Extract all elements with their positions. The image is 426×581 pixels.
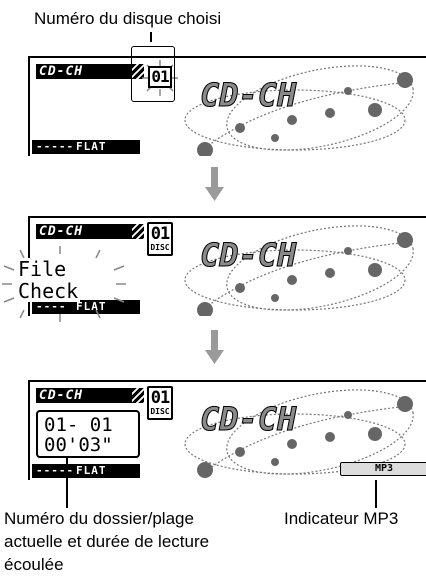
source-label: CD-CH bbox=[36, 388, 132, 403]
top-caption-leader bbox=[150, 32, 152, 42]
track-caption-line2: actuelle et durée de lecture bbox=[4, 532, 210, 551]
status-bar: ----- FLAT bbox=[32, 464, 140, 478]
disc-box-border bbox=[131, 46, 175, 102]
mp3-indicator: MP3 bbox=[340, 462, 426, 476]
status-bar: ----- FLAT bbox=[32, 140, 140, 154]
cd-changer-logo-art: CD-CH bbox=[184, 65, 414, 156]
logo-text: CD-CH bbox=[200, 236, 297, 274]
elapsed-time: 00'03" bbox=[44, 434, 113, 456]
disc-number: 01 bbox=[150, 388, 170, 408]
file-check-text-line2: Check bbox=[16, 279, 81, 303]
disc-number-box: 01 DISC bbox=[147, 222, 173, 256]
disc-label: DISC bbox=[150, 243, 170, 252]
bar-dots: ----- bbox=[36, 140, 75, 153]
bar-dots: ----- bbox=[36, 464, 75, 477]
file-check-text-line1: File bbox=[16, 257, 69, 281]
cd-changer-logo-art: CD-CH bbox=[184, 389, 414, 478]
bar-dots: ---- bbox=[36, 300, 67, 313]
folder-track-number: 01- 01 bbox=[44, 414, 113, 436]
track-time-box: 01- 01 00'03" bbox=[36, 410, 140, 458]
status-bar: ---- FLAT bbox=[32, 300, 140, 314]
lcd-screen-file-check: CD-CH CD-CH 01 DISC ---- FLAT bbox=[28, 216, 426, 316]
track-caption-line1: Numéro du dossier/plage bbox=[4, 509, 194, 528]
lcd-screen-disc-selected: CD-CH CD-CH 01 ----- FLAT bbox=[28, 56, 426, 156]
source-label: CD-CH bbox=[36, 64, 132, 79]
down-arrow-icon bbox=[205, 330, 224, 364]
disc-number: 01 bbox=[150, 224, 170, 244]
blink-burst-icon bbox=[2, 246, 126, 322]
eq-label: FLAT bbox=[76, 140, 107, 153]
disc-number: 01 bbox=[151, 67, 169, 86]
disc-number-box: 01 bbox=[148, 66, 172, 88]
mp3-caption: Indicateur MP3 bbox=[284, 509, 399, 528]
mp3-caption-leader bbox=[375, 480, 377, 508]
disc-label: DISC bbox=[150, 407, 170, 416]
eq-label: FLAT bbox=[76, 300, 107, 313]
track-caption-leader bbox=[66, 458, 68, 508]
source-label: CD-CH bbox=[36, 224, 132, 239]
top-caption: Numéro du disque choisi bbox=[34, 9, 222, 28]
disc-number-box: 01 DISC bbox=[147, 386, 173, 420]
down-arrow-icon bbox=[205, 167, 224, 201]
cd-changer-logo-art: CD-CH bbox=[184, 225, 414, 316]
track-caption-line3: écoulée bbox=[4, 555, 64, 574]
eq-label: FLAT bbox=[76, 464, 107, 477]
lcd-screen-playback: CD-CH CD-CH 01 DISC 01- 01 00'03" ----- … bbox=[28, 380, 426, 480]
logo-text: CD-CH bbox=[200, 76, 297, 114]
logo-text: CD-CH bbox=[200, 400, 297, 438]
